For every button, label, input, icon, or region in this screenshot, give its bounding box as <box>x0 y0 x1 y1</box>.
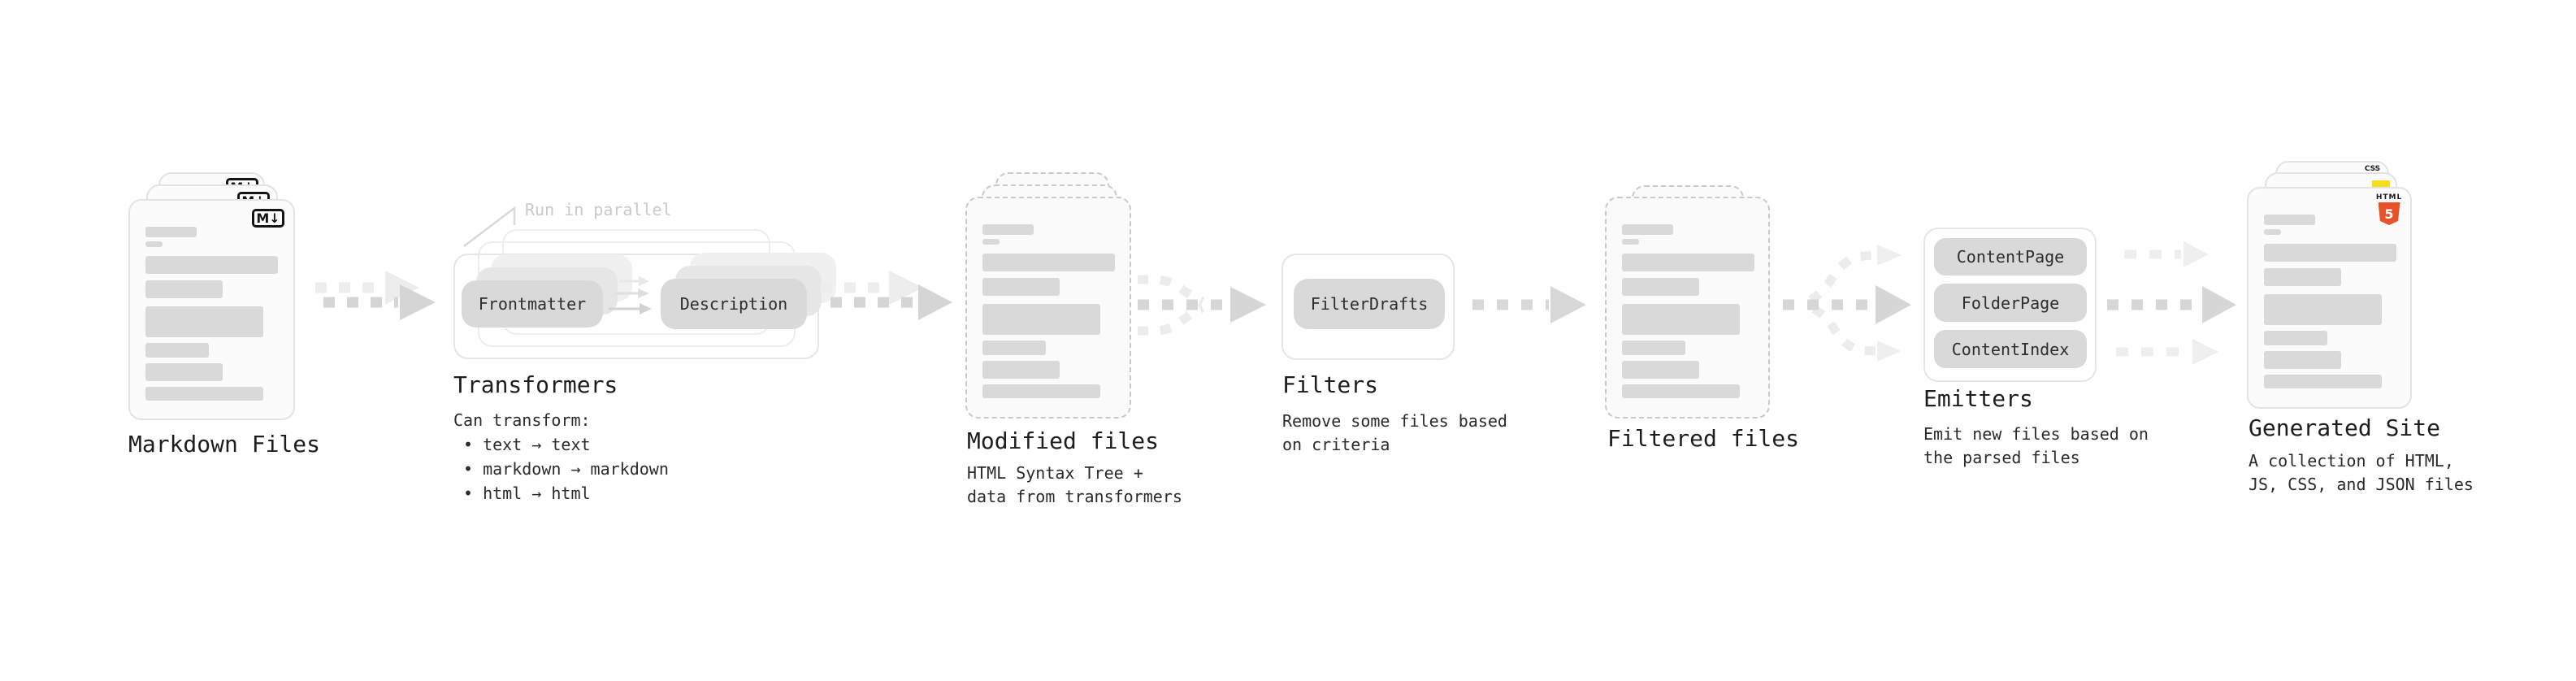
text-line-bar <box>1622 224 1673 235</box>
text-line-bar <box>982 384 1100 398</box>
text-line-bar <box>982 304 1100 335</box>
text-line-bar <box>145 306 263 337</box>
note-bullet: • markdown → markdown <box>463 459 669 479</box>
stage-label-emitters: Emitters <box>1923 385 2033 412</box>
stage-label-filtered: Filtered files <box>1607 425 1800 452</box>
stage-label-modified: Modified files <box>967 427 1160 454</box>
stage-label-markdown: Markdown Files <box>128 431 321 458</box>
text-line-bar <box>982 254 1115 271</box>
text-line-bar <box>2264 229 2281 235</box>
text-line-bar <box>145 227 197 237</box>
arrow-filters-to-filtered <box>1472 286 1586 323</box>
arrow-modified-to-filters-fan-in <box>1138 275 1266 336</box>
transformer-pill-frontmatter: Frontmatter <box>462 280 603 327</box>
transformer-pill-description: Description <box>661 279 807 329</box>
html5-icon: HTML 5 <box>2373 193 2405 225</box>
text-line-bar <box>982 239 1000 245</box>
text-line-bar <box>982 278 1060 296</box>
note-bullet: • html → html <box>463 484 591 503</box>
html5-badge-number: 5 <box>2384 206 2394 222</box>
text-line-bar <box>2264 215 2315 225</box>
text-line-bar <box>2264 375 2382 388</box>
text-line-bar <box>2264 331 2327 345</box>
html5-badge-shield: 5 <box>2378 202 2400 225</box>
emitter-pill-contentindex: ContentIndex <box>1934 330 2087 368</box>
stage-sub-modified: HTML Syntax Tree + data from transformer… <box>967 463 1182 506</box>
filter-pill-filterdrafts: FilterDrafts <box>1294 279 1445 329</box>
markdown-icon: M↓ <box>252 209 284 228</box>
file-card-front: HTML 5 <box>2247 187 2412 409</box>
text-line-bar <box>1622 340 1685 355</box>
text-line-bar <box>2264 268 2341 286</box>
filters-box: FilterDrafts <box>1281 254 1455 360</box>
css-badge-label: CSS <box>2364 165 2381 173</box>
stage-sub-emitters: Emit new files based on the parsed files <box>1923 424 2149 467</box>
text-line-bar <box>145 363 223 381</box>
emitter-pill-contentpage: ContentPage <box>1934 238 2087 275</box>
text-line-bar <box>982 361 1060 379</box>
text-line-bar <box>1622 254 1754 271</box>
text-line-bar <box>1622 239 1639 245</box>
html5-badge-word: HTML <box>2375 193 2403 202</box>
emitter-pill-folderpage: FolderPage <box>1934 284 2087 322</box>
text-line-bar <box>982 340 1046 355</box>
javascript-icon <box>2372 180 2390 189</box>
text-line-bar <box>1622 361 1699 379</box>
text-line-bar <box>2264 294 2382 325</box>
arrow-markdown-to-transformers <box>315 271 436 320</box>
text-line-bar <box>2264 351 2341 369</box>
text-line-bar <box>1622 304 1740 335</box>
note-bullet: • text → text <box>463 435 591 454</box>
text-line-bar <box>145 387 263 401</box>
stage-sub-filters: Remove some files based on criteria <box>1282 411 1507 454</box>
stage-label-transformers: Transformers <box>453 371 618 398</box>
text-line-bar <box>145 343 209 358</box>
text-line-bar <box>145 256 278 274</box>
text-line-bar <box>2264 244 2396 262</box>
stage-sub-generated: A collection of HTML, JS, CSS, and JSON … <box>2249 451 2474 494</box>
arrow-transformers-to-modified <box>821 271 952 320</box>
file-card-front <box>965 197 1131 419</box>
text-line-bar <box>1622 278 1699 296</box>
file-card-front: M↓ <box>128 199 295 420</box>
file-card-front <box>1605 197 1770 419</box>
text-line-bar <box>145 241 163 247</box>
run-in-parallel-annotation: Run in parallel <box>525 200 672 219</box>
text-line-bar <box>1622 384 1740 398</box>
text-line-bar <box>982 224 1034 235</box>
transformers-note: Can transform: • text → text • markdown … <box>453 408 669 505</box>
stage-label-generated: Generated Site <box>2249 414 2441 441</box>
note-title: Can transform: <box>453 410 591 430</box>
emitters-box: ContentPage FolderPage ContentIndex <box>1923 228 2097 382</box>
stage-label-filters: Filters <box>1282 371 1379 398</box>
text-line-bar <box>145 280 223 298</box>
arrow-emitters-to-generated <box>2107 241 2236 365</box>
arrow-filtered-to-emitters-fan-out <box>1783 245 1911 362</box>
